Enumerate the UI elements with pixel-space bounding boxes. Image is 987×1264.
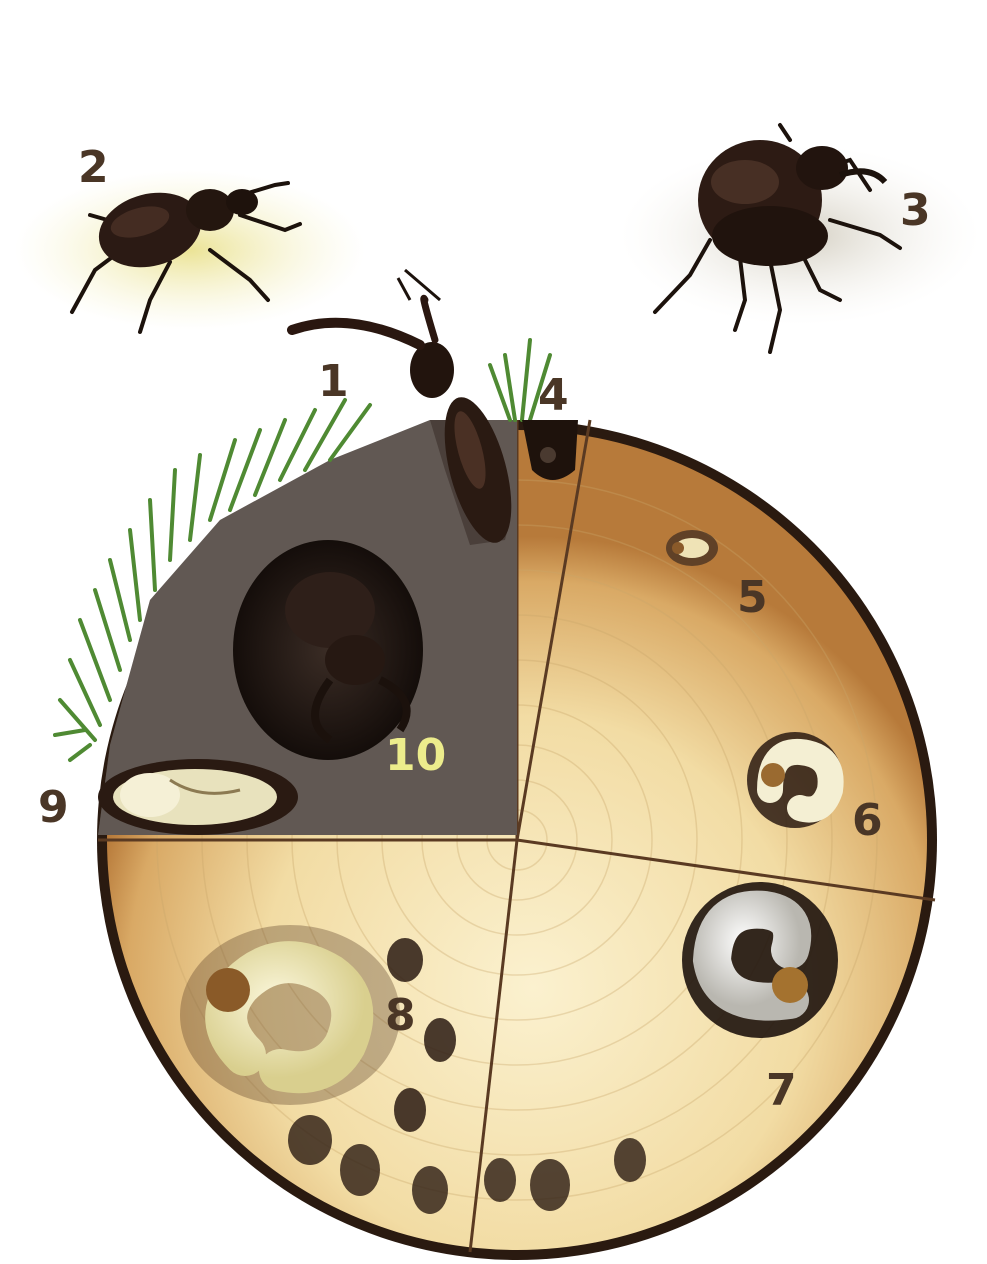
label-10: 10 [385, 730, 446, 781]
label-6: 6 [852, 795, 883, 846]
young-larva [666, 530, 718, 566]
female-beetle-on-ground [15, 170, 365, 332]
label-9: 9 [38, 782, 69, 833]
label-5: 5 [737, 572, 768, 623]
label-1: 1 [318, 356, 349, 407]
label-7: 7 [766, 1065, 797, 1116]
label-8: 8 [385, 990, 416, 1041]
label-3: 3 [900, 185, 931, 236]
soil-wedge [98, 270, 524, 835]
label-2: 2 [78, 142, 109, 193]
label-4: 4 [538, 370, 569, 421]
large-larva [682, 882, 838, 1038]
mature-larva [180, 925, 400, 1105]
medium-larva [747, 732, 843, 828]
mating-beetles [620, 125, 980, 352]
